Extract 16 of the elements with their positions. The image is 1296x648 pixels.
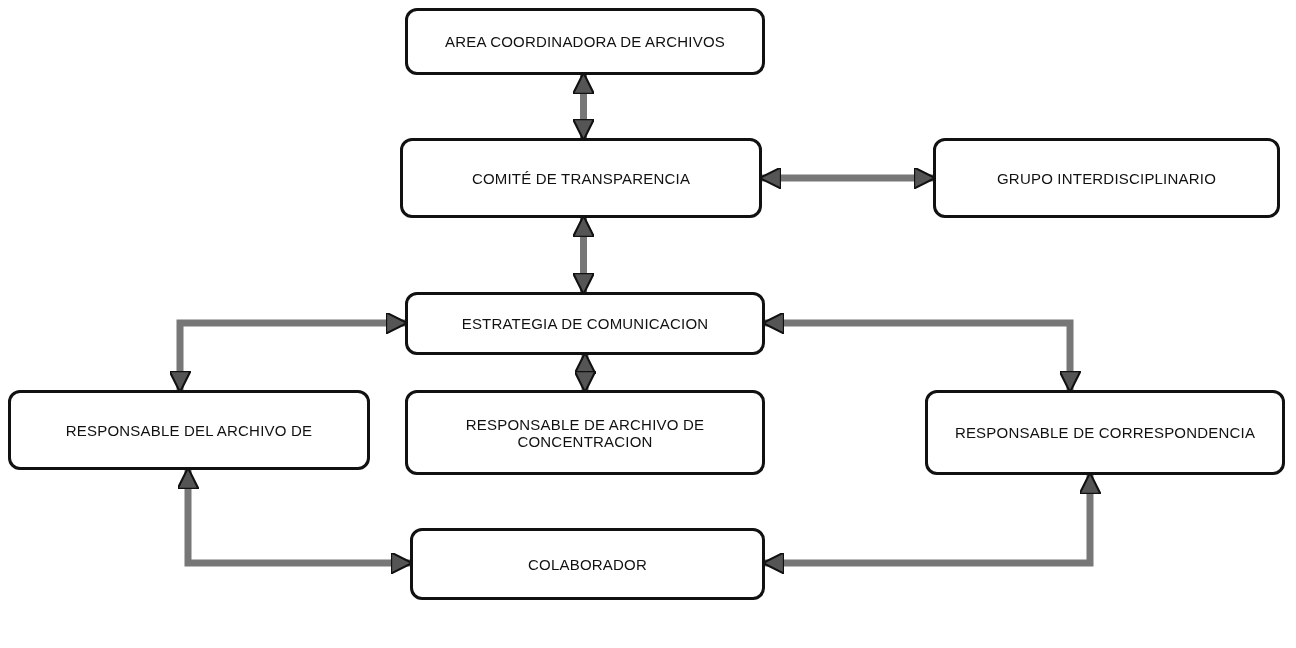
- process-box: [405, 8, 765, 75]
- process-box: [405, 292, 765, 355]
- process-box: [925, 390, 1285, 475]
- box-label: RESPONSABLE DEL ARCHIVO DE: [65, 421, 313, 439]
- box-label: AREA COORDINADORA DE ARCHIVOS: [445, 33, 725, 50]
- process-box: [400, 138, 762, 218]
- box-label: COMITÉ DE TRANSPARENCIA: [471, 169, 691, 187]
- process-box: [410, 528, 765, 600]
- process-box: [405, 390, 765, 475]
- process-box: [8, 390, 370, 470]
- box-label: GRUPO INTERDISCIPLINARIO: [997, 169, 1216, 187]
- box-label: RESPONSABLE DE CORRESPONDENCIA: [954, 424, 1256, 441]
- box-label: RESPONSABLE DE ARCHIVO DE CONCENTRACION: [464, 415, 706, 450]
- box-label: ESTRATEGIA DE COMUNICACION: [461, 315, 709, 332]
- process-box: [933, 138, 1280, 218]
- box-label: COLABORADOR: [528, 555, 647, 573]
